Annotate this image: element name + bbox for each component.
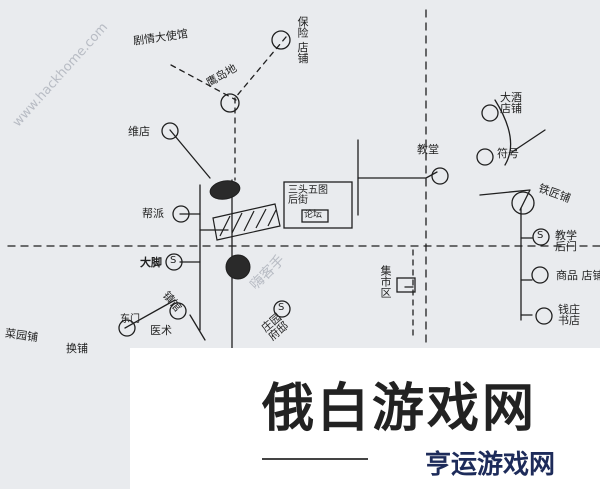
marker-s1: S — [170, 255, 177, 266]
marker-s3: S — [278, 302, 285, 313]
road-north-branch — [170, 36, 287, 181]
label-dongmen: 东门 — [120, 314, 140, 325]
node-kuoxi — [511, 191, 535, 215]
node-qianzhuang — [535, 307, 553, 325]
node-weidian — [172, 205, 190, 223]
block-hatch-lines — [219, 208, 277, 237]
label-yishou: 医术 — [150, 324, 172, 337]
box-taixu — [283, 181, 353, 229]
banner-divider-line — [262, 458, 368, 460]
label-qianzhuang: 钱庄 书店 — [558, 303, 580, 327]
block-hatched-2 — [212, 203, 281, 241]
label-kuoxi: 教堂 — [417, 143, 439, 156]
label-bangnan: 帮派 — [142, 207, 164, 220]
box-jiangsha — [396, 277, 416, 293]
node-baoxian — [220, 93, 240, 113]
road-west-diagonal — [169, 129, 211, 179]
label-weidian: 维店 — [128, 125, 150, 138]
node-jiaoshi-s — [532, 228, 550, 246]
node-shangpin — [531, 266, 549, 284]
box-lunhe — [301, 209, 329, 223]
label-jiangsha: 集市区 — [379, 265, 392, 298]
node-zhenguan — [169, 302, 187, 320]
road-east-spurs — [520, 237, 533, 316]
brand-title: 俄白游戏网 — [262, 378, 538, 439]
road-east-curve — [479, 129, 546, 211]
node-fuhe — [476, 148, 494, 166]
label-shangpin: 商品 店铺 — [556, 269, 600, 282]
road-far-right-curve — [494, 99, 512, 166]
sub-brand-title: 亨运游戏网 — [425, 450, 556, 480]
node-s3 — [273, 300, 291, 318]
node-taixu — [431, 167, 449, 185]
label-dajiu: 大酒 店铺 — [500, 91, 522, 115]
node-s1 — [165, 253, 183, 271]
label-jiaoxue: 教学 后门 — [555, 229, 577, 253]
road-inner-horizontal — [179, 213, 229, 263]
node-dajiu — [481, 104, 499, 122]
node-north — [271, 30, 291, 50]
road-to-right — [357, 171, 438, 179]
label-fuhe: 符号 — [497, 147, 519, 160]
label-taixu: 三头五图 后街 — [288, 185, 328, 206]
node-xiu — [118, 319, 136, 337]
brand-banner — [130, 348, 600, 489]
block-hatched-3 — [225, 254, 251, 280]
label-north-top: 保险 店铺 — [296, 16, 309, 64]
block-hatched-1 — [209, 180, 241, 200]
label-dajiao: 大脚 — [140, 256, 162, 269]
marker-s2: S — [537, 230, 544, 241]
node-ditu — [161, 122, 179, 140]
label-lunhe: 论坛 — [304, 210, 323, 220]
label-huanpu: 换铺 — [66, 342, 88, 355]
